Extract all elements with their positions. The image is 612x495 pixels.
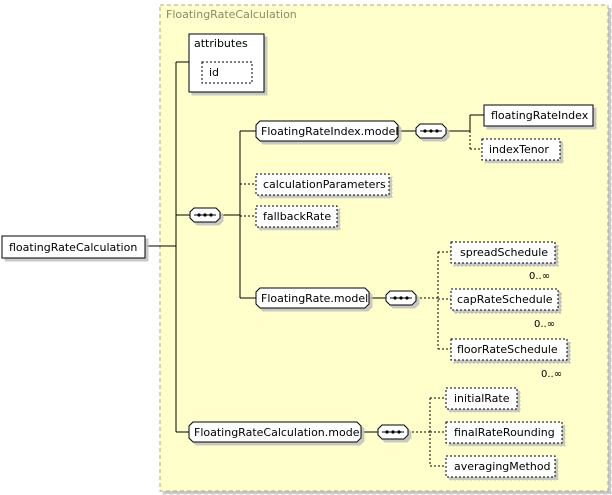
- sequence-compositor-icon[interactable]: [385, 290, 417, 306]
- group-floating-rate-model[interactable]: FloatingRate.model: [255, 287, 370, 309]
- attributes-box: attributes id: [188, 33, 265, 93]
- element-floor-rate-schedule[interactable]: floorRateSchedule 0..∞: [450, 338, 571, 380]
- group-label: FloatingRateCalculation.model: [194, 426, 363, 439]
- element-index-tenor[interactable]: indexTenor: [481, 138, 561, 161]
- element-calculation-parameters[interactable]: calculationParameters: [255, 173, 390, 196]
- element-label: calculationParameters: [263, 178, 386, 191]
- attribute-id-label: id: [209, 66, 219, 79]
- sequence-compositor-icon[interactable]: [189, 207, 221, 223]
- group-label: FloatingRate.model: [261, 292, 368, 305]
- element-averaging-method[interactable]: averagingMethod: [445, 455, 556, 478]
- group-label: FloatingRateIndex.model: [261, 125, 398, 138]
- element-label: floatingRateIndex: [491, 109, 589, 122]
- occurrence-label: 0..∞: [529, 271, 550, 282]
- element-label: capRateSchedule: [457, 293, 553, 306]
- element-spread-schedule[interactable]: spreadSchedule 0..∞: [450, 241, 559, 282]
- sequence-compositor-icon[interactable]: [377, 424, 409, 440]
- element-initial-rate[interactable]: initialRate: [445, 387, 518, 410]
- element-final-rate-rounding[interactable]: finalRateRounding: [445, 421, 563, 444]
- element-cap-rate-schedule[interactable]: capRateSchedule 0..∞: [450, 288, 562, 330]
- occurrence-label: 0..∞: [534, 319, 555, 330]
- sequence-compositor-icon[interactable]: [415, 123, 447, 139]
- element-label: floorRateSchedule: [457, 343, 558, 356]
- attributes-title: attributes: [194, 37, 248, 50]
- element-fallback-rate[interactable]: fallbackRate: [255, 205, 338, 228]
- element-label: indexTenor: [489, 143, 549, 156]
- element-label: floatingRateCalculation: [9, 241, 137, 254]
- group-floating-rate-calculation-model[interactable]: FloatingRateCalculation.model: [188, 421, 363, 443]
- element-label: fallbackRate: [263, 210, 331, 223]
- occurrence-label: 0..∞: [541, 369, 562, 380]
- connectors: [146, 61, 484, 467]
- element-label: finalRateRounding: [454, 426, 555, 439]
- attribute-id[interactable]: id: [201, 61, 253, 84]
- element-label: initialRate: [454, 392, 510, 405]
- element-floating-rate-index[interactable]: floatingRateIndex: [483, 104, 594, 127]
- element-label: spreadSchedule: [460, 246, 548, 259]
- element-label: averagingMethod: [454, 460, 551, 473]
- group-floating-rate-index-model[interactable]: FloatingRateIndex.model: [255, 120, 399, 142]
- type-name-label: FloatingRateCalculation: [166, 8, 297, 21]
- element-floating-rate-calculation[interactable]: floatingRateCalculation: [1, 235, 146, 259]
